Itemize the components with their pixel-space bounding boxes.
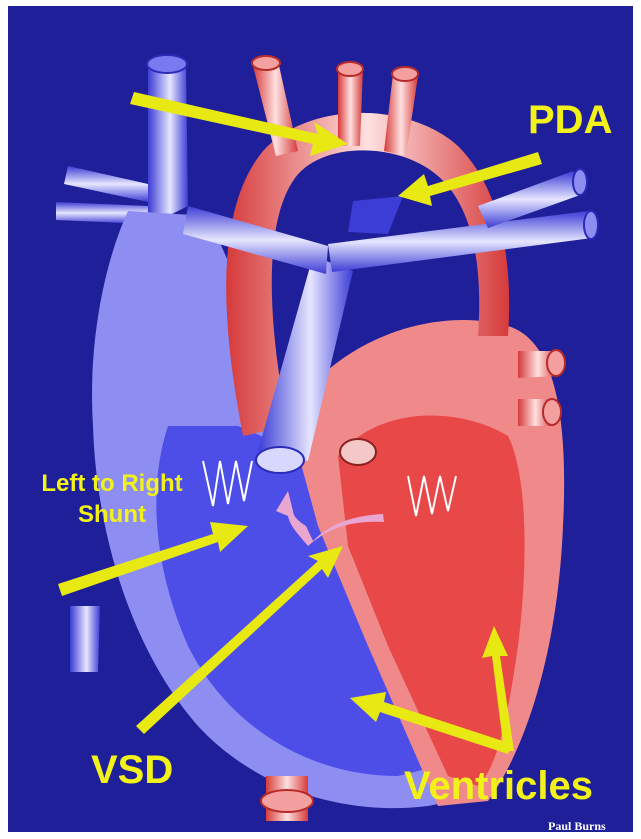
artist-credit: Paul Burns [548, 820, 606, 832]
shunt-label: Left to Right Shunt [12, 468, 212, 530]
superior-vena-cava [148, 66, 188, 221]
branch-opening-1 [252, 56, 280, 70]
pda-label: PDA [528, 100, 612, 140]
diagram-panel: PDA Left to Right Shunt VSD Ventricles P… [8, 6, 633, 832]
pa-opening-1 [584, 211, 598, 239]
ventricles-label: Ventricles [404, 766, 593, 806]
aortic-valve [340, 439, 376, 465]
svc-opening [147, 55, 187, 73]
descending-aorta-opening [261, 790, 313, 812]
inferior-vena-cava [70, 606, 100, 672]
vsd-label: VSD [91, 750, 173, 790]
branch-opening-3 [392, 67, 418, 81]
aortic-branch-2 [338, 68, 363, 146]
pa-opening-2 [573, 169, 587, 195]
pulmonary-valve [256, 447, 304, 473]
pv-opening-2 [543, 399, 561, 425]
pv-opening-1 [547, 350, 565, 376]
branch-opening-2 [337, 62, 363, 76]
